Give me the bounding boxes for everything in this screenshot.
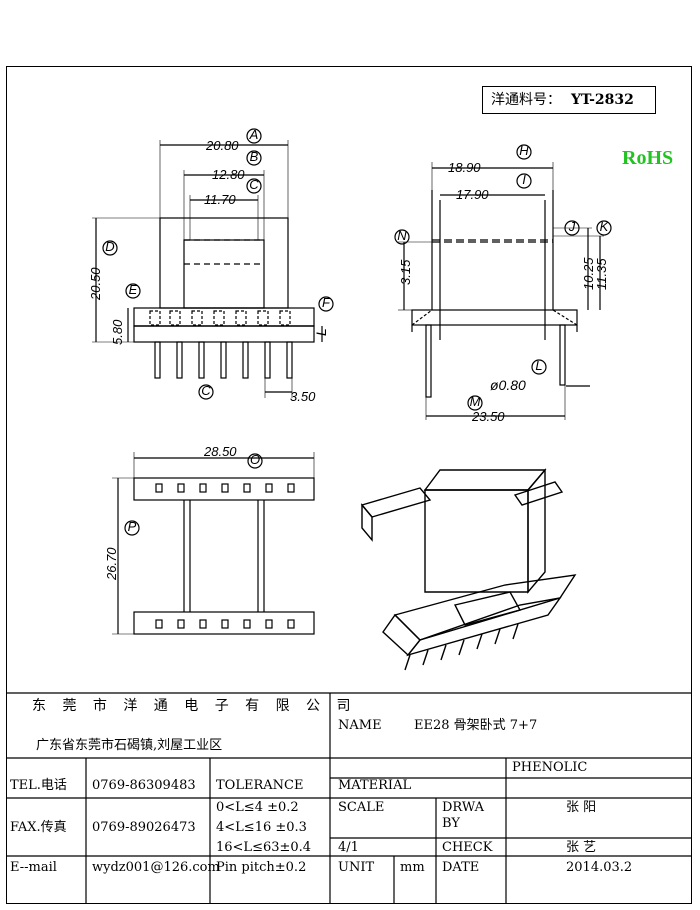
dim-E: 5.80 <box>110 319 125 345</box>
fax-value: 0769-89026473 <box>92 820 196 835</box>
part-number-box: 洋通料号： YT-2832 <box>482 86 656 114</box>
material-value: PHENOLIC <box>512 760 588 775</box>
tel-label: TEL.电话 <box>10 778 67 793</box>
scale-label: SCALE <box>338 800 385 815</box>
part-number-value: YT-2832 <box>571 92 634 108</box>
isometric-view <box>360 468 577 671</box>
tolerance-3: 16<L≤63±0.4 <box>216 840 312 855</box>
rohs-mark: RoHS <box>622 147 674 169</box>
dim-O: 28.50 <box>203 444 237 459</box>
callout-H: H <box>519 143 529 158</box>
drawn-by-value: 张 阳 <box>566 800 597 815</box>
email-label: E--mail <box>10 860 57 875</box>
unit-label: UNIT <box>338 860 375 875</box>
dim-N: 3.15 <box>398 259 413 285</box>
callout-L: L <box>535 358 542 373</box>
dim-M: 23.50 <box>471 409 505 424</box>
callout-C: C <box>249 177 259 192</box>
check-value: 张 艺 <box>566 840 597 855</box>
date-value: 2014.03.2 <box>566 860 633 875</box>
fax-label: FAX.传真 <box>10 820 67 835</box>
tolerance-4: Pin pitch±0.2 <box>216 860 307 875</box>
callout-C2: C <box>201 383 211 398</box>
dim-B: 12.80 <box>212 167 245 182</box>
name-label: NAME <box>338 718 382 733</box>
company-address: 广东省东莞市石碣镇,刘屋工业区 <box>36 738 223 753</box>
date-label: DATE <box>442 860 480 875</box>
callout-F: F <box>322 295 331 310</box>
dim-pitch: 3.50 <box>290 389 316 404</box>
tolerance-1: 0<L≤4 ±0.2 <box>216 800 299 815</box>
callout-O: O <box>250 452 260 467</box>
unit-value: mm <box>400 860 425 875</box>
callout-I: I <box>522 172 526 187</box>
dim-P: 26.70 <box>104 547 119 581</box>
dim-K: 11.35 <box>594 258 609 290</box>
company-name: 东 莞 市 洋 通 电 子 有 限 公 司 <box>32 698 357 714</box>
tolerance-2: 4<L≤16 ±0.3 <box>216 820 307 835</box>
side-label-L: L <box>313 328 329 336</box>
tel-value: 0769-86309483 <box>92 778 196 793</box>
drawn-by-label: DRWA BY <box>442 800 485 831</box>
title-block-grid <box>6 692 692 904</box>
callout-N: N <box>397 228 407 243</box>
check-label: CHECK <box>442 840 493 855</box>
scale-value: 4/1 <box>338 840 359 855</box>
dim-A: 20.80 <box>205 138 239 153</box>
callout-P: P <box>128 519 137 534</box>
name-value: EE28 骨架卧式 7+7 <box>414 718 538 733</box>
dim-H: 18.90 <box>448 160 481 175</box>
email-value: wydz001@126.com <box>92 860 220 875</box>
bottom-view <box>112 452 315 635</box>
callout-D: D <box>105 239 114 254</box>
dim-J: 10.25 <box>581 257 596 290</box>
material-label: MATERIAL <box>338 778 412 793</box>
drawing-frame <box>6 66 692 904</box>
dim-C: 11.70 <box>204 192 236 207</box>
part-number-label: 洋通料号： <box>491 92 561 108</box>
callout-A: A <box>249 127 259 142</box>
side-view <box>394 144 612 420</box>
callout-E: E <box>129 282 138 297</box>
callout-J: J <box>568 219 576 234</box>
callout-M: M <box>470 394 481 409</box>
tolerance-label: TOLERANCE <box>216 778 304 793</box>
front-view <box>92 128 334 400</box>
dim-pin-diameter: ø0.80 <box>490 377 526 393</box>
dim-I: 17.90 <box>456 187 489 202</box>
callout-K: K <box>600 219 610 234</box>
dim-D: 20.50 <box>88 267 103 301</box>
callout-B: B <box>250 149 259 164</box>
